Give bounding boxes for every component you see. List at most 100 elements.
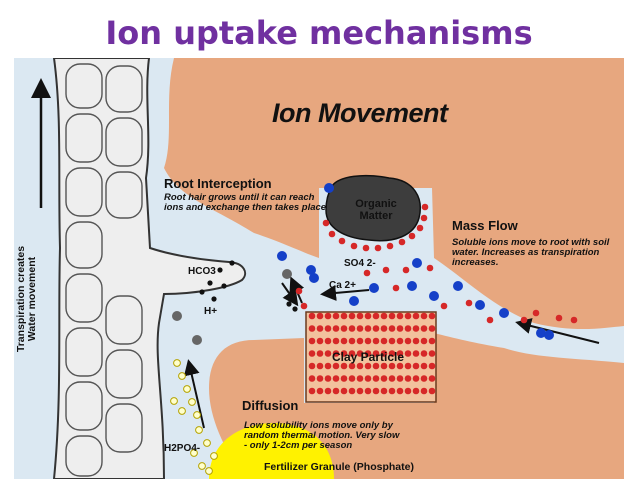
cation-dot <box>348 350 356 357</box>
black-dot <box>199 289 205 295</box>
cation-dot <box>380 362 388 370</box>
cation-dot <box>420 337 428 345</box>
anion-dot <box>324 183 334 193</box>
cation-dot <box>420 387 428 395</box>
cation-dot <box>392 284 400 292</box>
cation-dot <box>364 312 372 320</box>
cation-dot <box>308 325 316 332</box>
cation-dot <box>420 362 428 370</box>
organic-matter-blob <box>325 174 421 242</box>
cation-dot <box>404 375 412 382</box>
cation-dot <box>555 314 563 322</box>
cation-dot <box>348 387 356 395</box>
cation-dot <box>412 375 420 382</box>
cation-dot <box>380 312 388 320</box>
anion-dot <box>536 328 546 338</box>
anion-dot <box>429 291 439 301</box>
cation-dot <box>316 362 324 370</box>
cation-dot <box>364 362 372 370</box>
cation-dot <box>386 242 394 250</box>
cation-dot <box>324 387 332 395</box>
black-dot <box>286 301 292 307</box>
root-cell <box>65 381 103 431</box>
diffusion-text: Low solubility ions move only by random … <box>244 420 400 451</box>
cation-dot <box>440 302 448 310</box>
grey-particle <box>192 335 202 345</box>
cation-dot <box>404 350 412 357</box>
black-dot <box>292 306 298 312</box>
cation-dot <box>356 375 364 382</box>
cation-dot <box>356 387 364 395</box>
cation-dot <box>332 375 340 382</box>
grey-particle <box>172 311 182 321</box>
cation-dot <box>412 362 420 370</box>
cation-dot <box>340 387 348 395</box>
phosphate-ion <box>210 452 218 460</box>
cation-dot <box>340 325 348 332</box>
cation-dot <box>340 375 348 382</box>
ion-label-h2po4: H2PO4- <box>164 443 201 454</box>
cation-dot <box>398 238 406 246</box>
cation-dot <box>402 266 410 274</box>
anion-dot <box>475 300 485 310</box>
root-cell <box>65 273 103 323</box>
ion-label-hco3: HCO3 <box>188 266 216 277</box>
phosphate-ion <box>203 439 211 447</box>
cation-dot <box>308 312 316 320</box>
black-dot <box>211 296 217 302</box>
mass-flow-text: Soluble ions move to root with soil wate… <box>452 237 610 268</box>
root-cell <box>105 403 143 453</box>
root-tissue <box>52 58 247 479</box>
cation-dot <box>396 325 404 332</box>
phosphate-ion <box>188 398 196 406</box>
cation-dot <box>356 325 364 332</box>
cation-dot <box>372 337 380 345</box>
diagram-canvas <box>14 58 624 479</box>
cation-dot <box>426 264 434 272</box>
cation-dot <box>374 244 382 252</box>
black-dot <box>217 267 223 273</box>
cation-dot <box>428 350 436 357</box>
cation-dot <box>420 325 428 332</box>
cation-dot <box>324 350 332 357</box>
cation-dot <box>396 312 404 320</box>
cation-dot <box>316 312 324 320</box>
water-region <box>14 58 624 479</box>
cation-dot <box>404 325 412 332</box>
anion-dot <box>277 251 287 261</box>
cation-dot <box>380 337 388 345</box>
cation-dot <box>396 350 404 357</box>
cation-dot <box>356 337 364 345</box>
cation-dot <box>465 299 473 307</box>
black-dot <box>229 260 235 266</box>
ion-label-ca: Ca 2+ <box>329 280 356 291</box>
cation-dot <box>316 337 324 345</box>
anion-dot <box>453 281 463 291</box>
cation-dot <box>332 362 340 370</box>
cation-dot <box>322 219 330 227</box>
ion-movement-heading: Ion Movement <box>272 98 448 128</box>
cation-dot <box>372 375 380 382</box>
diffusion-arrow <box>183 359 205 429</box>
cation-dot <box>396 375 404 382</box>
cation-dot <box>421 203 429 211</box>
cation-dot <box>428 387 436 395</box>
root-interception-text: Root hair grows until it can reach ions … <box>164 192 327 213</box>
diffusion-title: Diffusion <box>242 398 299 413</box>
anion-dot <box>306 265 316 275</box>
cation-dot <box>388 362 396 370</box>
anion-dot <box>412 258 422 268</box>
cation-dot <box>324 362 332 370</box>
cation-dot <box>324 337 332 345</box>
ion-label-so4: SO4 2- <box>344 258 376 269</box>
cation-dot <box>372 387 380 395</box>
phosphate-ion <box>173 359 181 367</box>
cation-dot <box>328 230 336 238</box>
cation-dot <box>420 312 428 320</box>
root-cells <box>65 63 143 477</box>
mass-flow-arrow <box>320 284 370 301</box>
clay-particle-label: Clay Particle <box>332 350 405 364</box>
cation-dot <box>338 237 346 245</box>
cation-dot <box>412 387 420 395</box>
cation-dot <box>404 337 412 345</box>
